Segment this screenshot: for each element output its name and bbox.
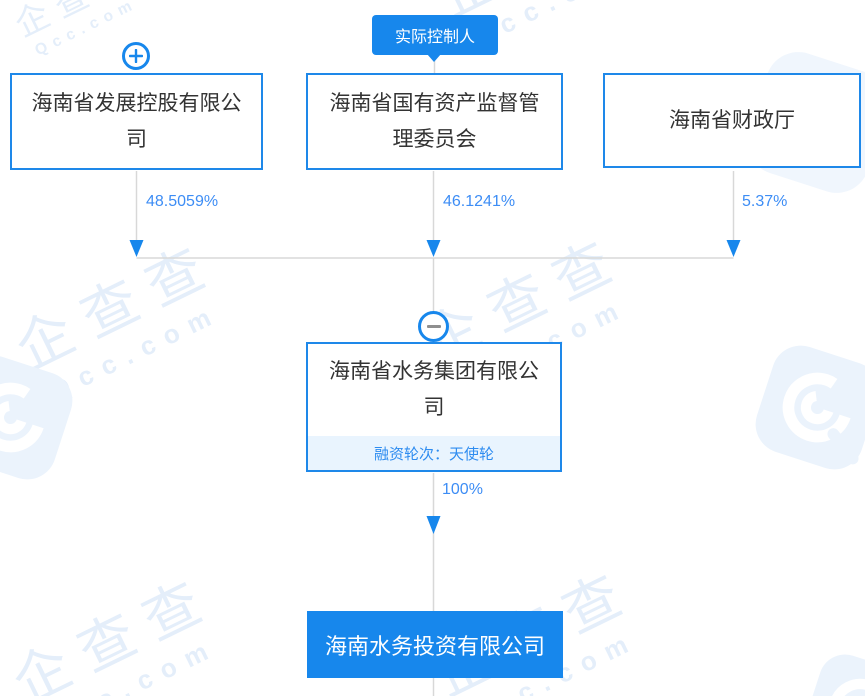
subsidiary-box[interactable]: 海南水务投资有限公司: [307, 611, 563, 678]
ownership-percent-subsidiary: 100%: [442, 481, 483, 498]
qcc-logo-watermark: [804, 654, 865, 696]
actual-controller-label: 实际控制人: [394, 29, 475, 46]
arrow-down-icon: [426, 240, 441, 257]
logo-tail: [827, 428, 859, 465]
shareholder-box-1[interactable]: 海南省发展控股有限公司: [10, 73, 263, 170]
company-name: 海南省水务集团有限公司: [329, 360, 539, 419]
shareholder-name: 海南省国有资产监督管理委员会: [329, 91, 540, 151]
actual-controller-badge: 实际控制人: [372, 15, 498, 55]
logo-tile: [804, 654, 865, 696]
logo-tile: [0, 355, 73, 480]
expand-plus-icon[interactable]: [122, 42, 150, 70]
qcc-logo-watermark: [0, 355, 73, 480]
minus-glyph: [426, 325, 441, 328]
shareholder-name: 海南省财政厅: [669, 108, 795, 132]
financing-round-label: 融资轮次：天使轮: [373, 445, 494, 463]
qcc-logo-shape: [804, 654, 865, 696]
ownership-percent-3: 5.37%: [742, 193, 788, 210]
arrow-down-icon: [426, 516, 441, 534]
shareholder-box-2[interactable]: 海南省国有资产监督管理委员会: [306, 73, 563, 170]
ownership-percent-2: 46.1241%: [443, 193, 516, 210]
shareholder-box-3[interactable]: 海南省财政厅: [603, 73, 861, 168]
qcc-logo-shape: [0, 355, 73, 480]
financing-round-band: 融资轮次：天使轮: [308, 436, 560, 470]
plus-glyph: [129, 49, 143, 63]
logo-tile: [755, 345, 865, 470]
qcc-logo-watermark: [755, 345, 865, 470]
ownership-percent-1: 48.5059%: [146, 193, 219, 210]
arrow-down-icon: [726, 240, 741, 257]
subsidiary-name: 海南水务投资有限公司: [324, 633, 545, 659]
company-box[interactable]: 海南省水务集团有限公司 融资轮次：天使轮: [306, 342, 562, 472]
arrow-down-icon: [129, 240, 144, 257]
logo-spiral-inner: [800, 390, 835, 425]
badge-pointer: [427, 54, 441, 62]
collapse-minus-icon[interactable]: [418, 311, 449, 342]
qcc-logo-shape: [755, 345, 865, 470]
shareholder-name: 海南省发展控股有限公司: [31, 91, 242, 151]
